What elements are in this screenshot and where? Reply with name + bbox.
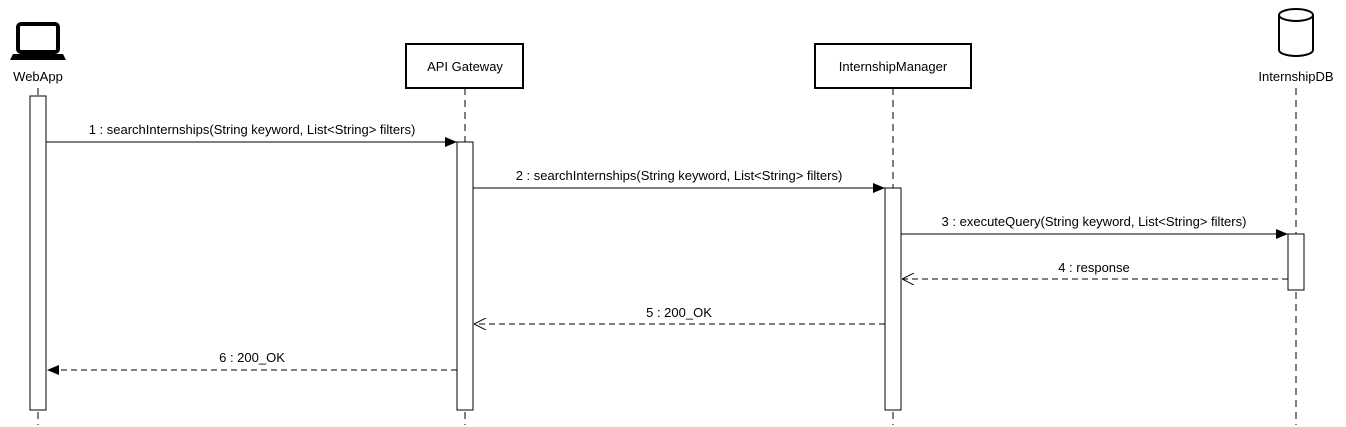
message-label: 2 : searchInternships(String keyword, Li… <box>516 168 843 183</box>
participant-db: InternshipDB <box>1258 8 1334 84</box>
message-1: 1 : searchInternships(String keyword, Li… <box>46 122 457 147</box>
message-label: 4 : response <box>1058 260 1130 275</box>
participant-gateway: API Gateway <box>405 43 524 89</box>
activation-bar-db <box>1287 233 1305 291</box>
participant-box <box>814 43 972 89</box>
message-label: 5 : 200_OK <box>646 305 712 320</box>
participant-label: API Gateway <box>427 59 503 74</box>
message-5: 5 : 200_OK <box>474 305 885 324</box>
activation-bar-manager <box>884 187 902 411</box>
participant-box <box>405 43 524 89</box>
message-6: 6 : 200_OK <box>47 350 457 375</box>
participant-label: WebApp <box>13 69 63 84</box>
participant-label: InternshipManager <box>839 59 948 74</box>
message-2: 2 : searchInternships(String keyword, Li… <box>473 168 885 193</box>
participant-manager: InternshipManager <box>814 43 972 89</box>
message-4: 4 : response <box>902 260 1288 279</box>
message-label: 6 : 200_OK <box>219 350 285 365</box>
participant-webapp: WebApp <box>10 22 66 84</box>
message-3: 3 : executeQuery(String keyword, List<St… <box>901 214 1288 239</box>
message-label: 1 : searchInternships(String keyword, Li… <box>89 122 416 137</box>
activation-bar-webapp <box>29 95 47 411</box>
message-label: 3 : executeQuery(String keyword, List<St… <box>942 214 1247 229</box>
database-icon <box>1278 8 1314 57</box>
laptop-icon <box>10 22 66 60</box>
participant-label: InternshipDB <box>1258 69 1333 84</box>
activation-bar-gateway <box>456 141 474 411</box>
